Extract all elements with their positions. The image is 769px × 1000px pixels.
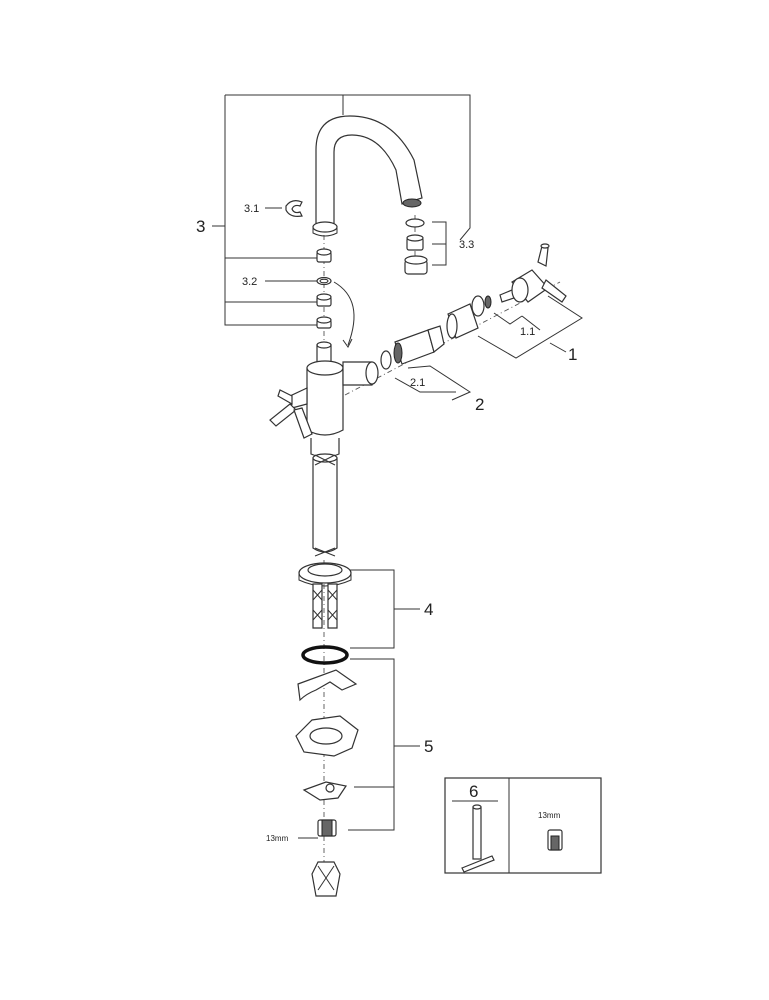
assembly-arrow: [333, 281, 355, 346]
label-3-3: 3.3: [459, 239, 474, 251]
mounting-set-5: [295, 669, 359, 897]
label-wrench-size: 13mm: [266, 834, 289, 843]
label-tool-size: 13mm: [538, 811, 561, 820]
label-3-2: 3.2: [242, 276, 257, 288]
cartridge: [380, 325, 445, 370]
label-3: 3: [196, 217, 205, 236]
clip-3-1: [285, 200, 303, 217]
sleeve-1: [446, 289, 515, 339]
lever-handle-1: [511, 243, 567, 303]
o-ring: [301, 645, 349, 665]
label-2-1: 2.1: [410, 377, 425, 389]
label-2: 2: [475, 395, 484, 414]
base-washer-4: [298, 562, 352, 629]
leader-lines: [212, 94, 583, 839]
label-1: 1: [568, 345, 577, 364]
label-4: 4: [424, 600, 433, 619]
spout-seal-stack: [316, 248, 332, 329]
label-1-1: 1.1: [520, 326, 535, 338]
callout-labels: 3 3.1 3.2 3.3 1.1 1 2.1 2 4 5 13mm 6 13m…: [196, 203, 577, 843]
label-3-1: 3.1: [244, 203, 259, 215]
aerator-3-3: [404, 218, 428, 275]
mixer-body: [269, 341, 379, 557]
label-5: 5: [424, 737, 433, 756]
tool-box-6: [444, 777, 602, 874]
spout: [312, 115, 423, 237]
label-6: 6: [469, 782, 478, 801]
